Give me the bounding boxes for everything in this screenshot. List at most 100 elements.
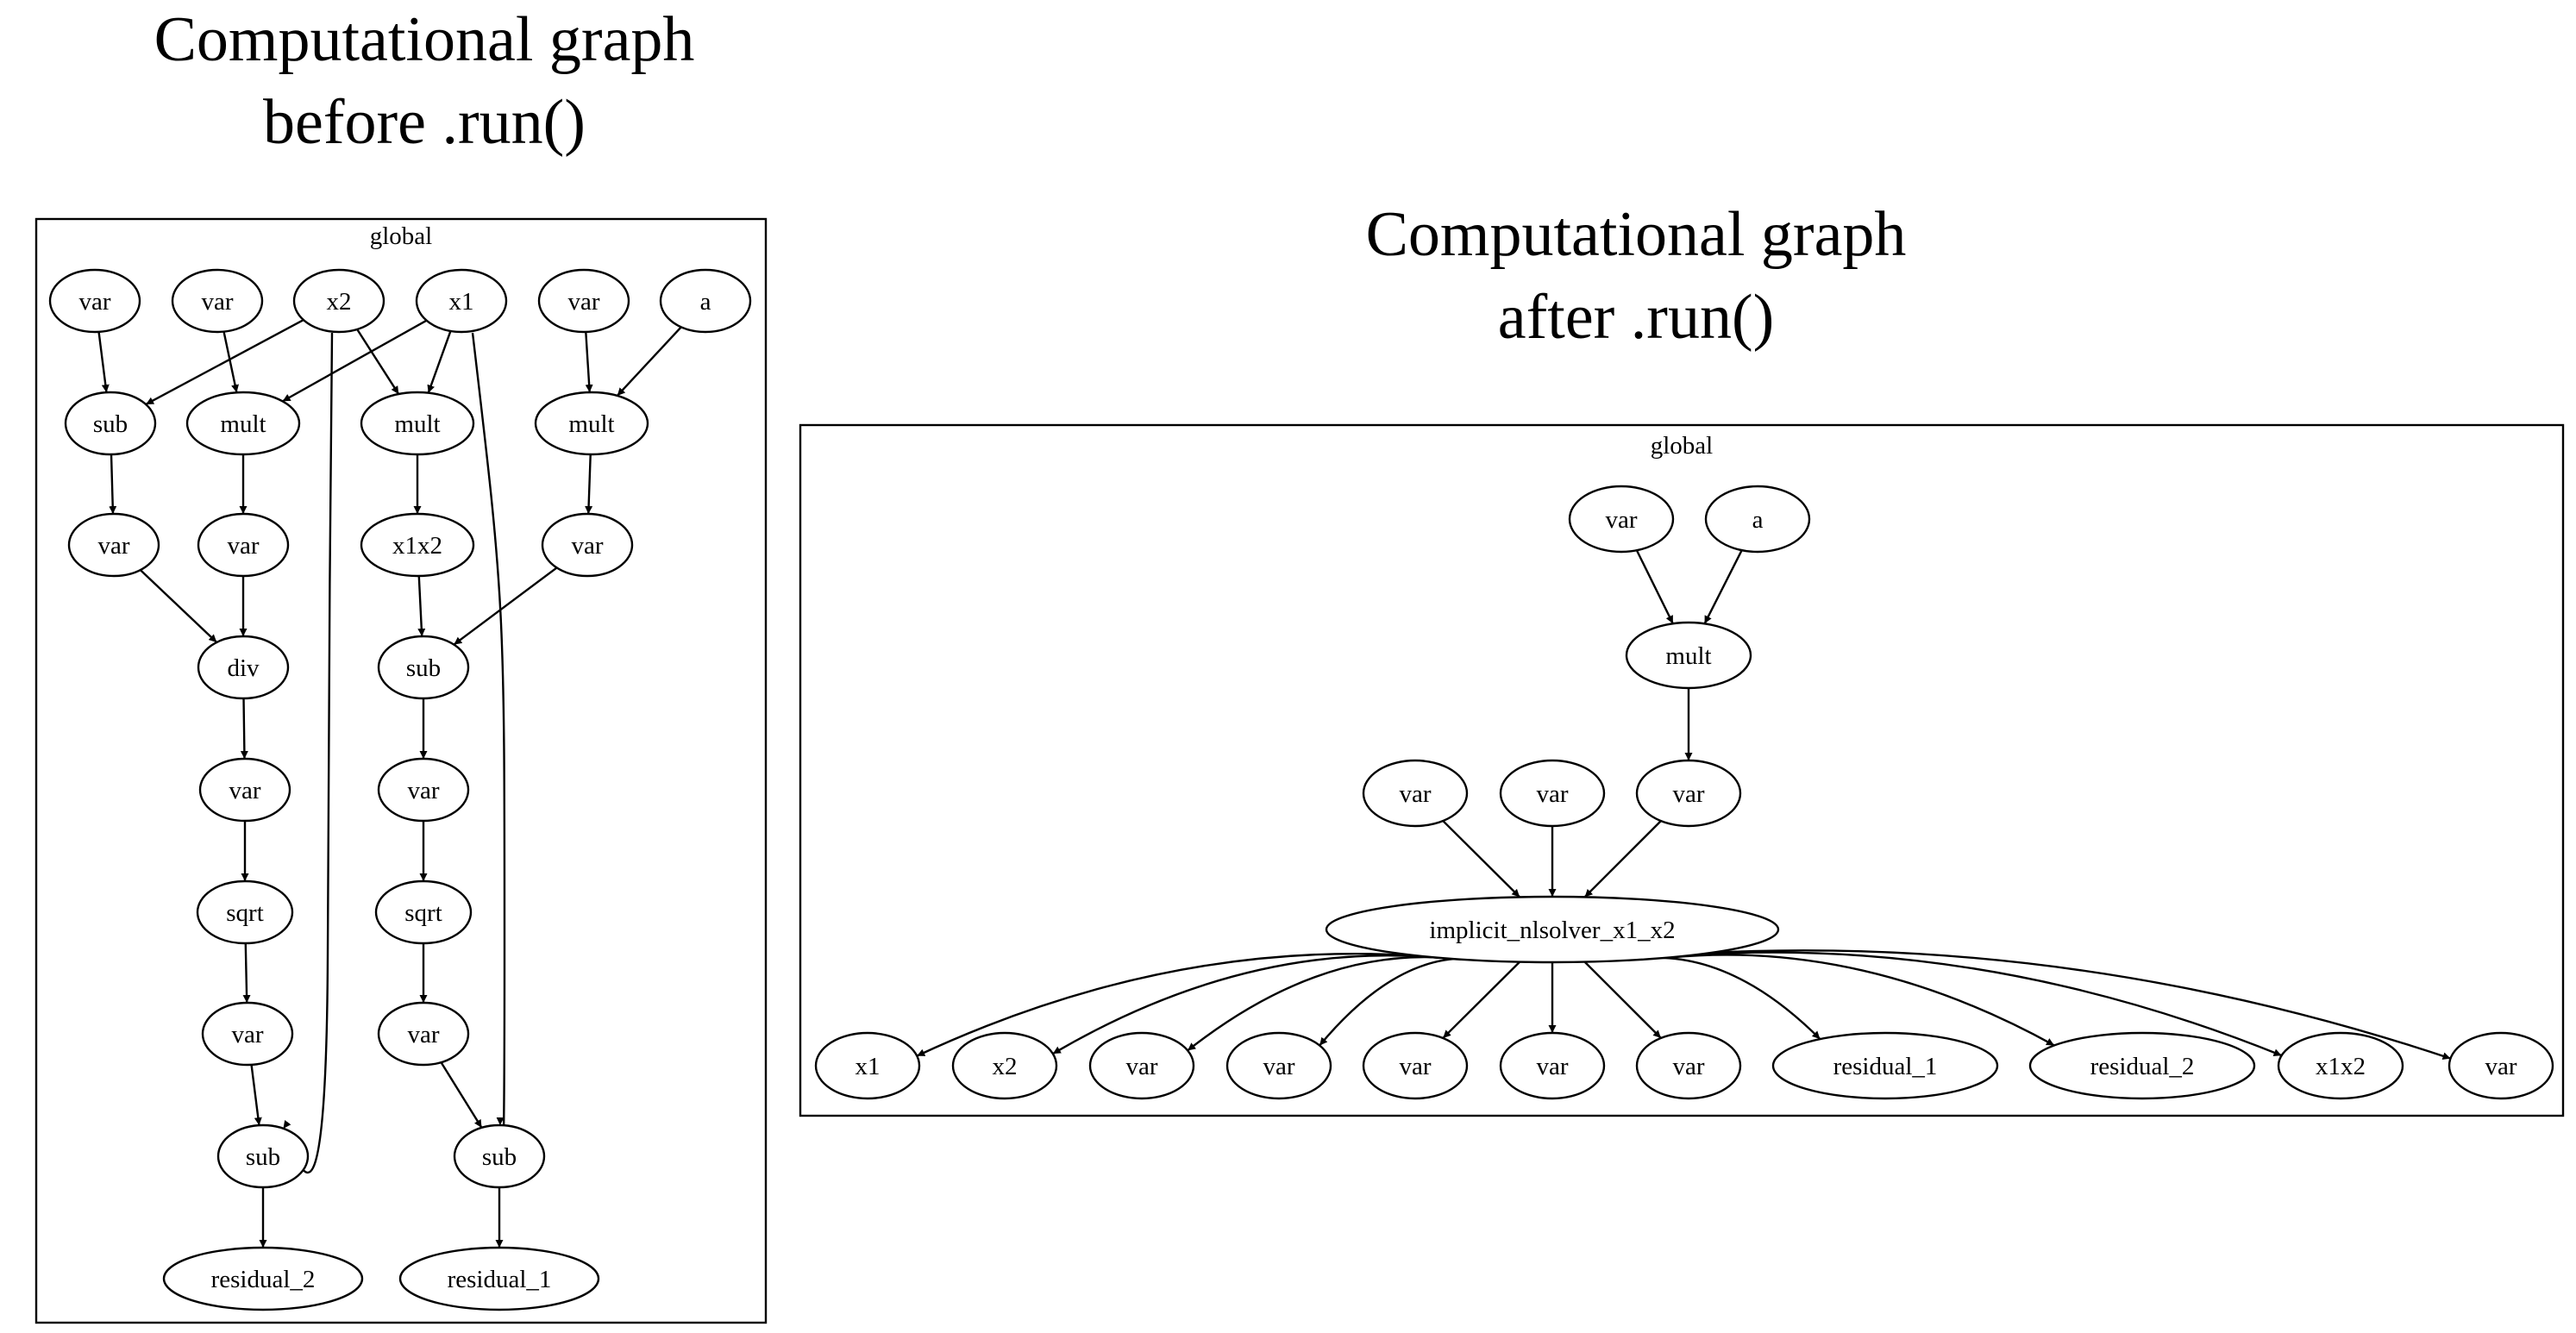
node-label: a	[700, 288, 711, 316]
after-run-node-o5: var	[1362, 1031, 1469, 1100]
node-label: var	[1536, 1053, 1568, 1080]
node-ellipse	[1771, 1031, 1999, 1100]
node-label: var	[231, 1021, 263, 1048]
before-run-node-a: a	[659, 268, 752, 334]
after-run-edge-solver-to-o8	[1627, 956, 1821, 1040]
node-ellipse	[1325, 895, 1780, 964]
before-run-node-mult2: mult	[360, 391, 475, 456]
before-run-edge-div-to-v7	[240, 698, 248, 760]
node-label: var	[1605, 506, 1637, 534]
before-run-node-res2: residual_2	[162, 1246, 364, 1311]
node-ellipse	[374, 879, 473, 945]
node-label: var	[1125, 1053, 1157, 1080]
node-label: var	[97, 532, 129, 560]
before-run-edge-x1x2-to-sub2	[417, 575, 426, 637]
before-run-edge-v2-to-mult1	[223, 331, 239, 393]
node-ellipse	[951, 1031, 1058, 1100]
before-run-node-mult3: mult	[534, 391, 649, 456]
before-run-edge-x1-to-sub4	[471, 332, 506, 1166]
node-ellipse	[398, 1246, 600, 1311]
before-run-edge-mult3-to-v6	[585, 454, 593, 515]
node-label: a	[1752, 506, 1764, 534]
node-ellipse	[216, 1123, 310, 1189]
node-label: x2	[327, 288, 352, 316]
before-run-edge-a-to-mult3	[616, 326, 682, 397]
after-run-node-in1: var	[1362, 759, 1469, 828]
node-label: var	[567, 288, 599, 316]
node-label: residual_2	[211, 1266, 316, 1293]
node-label: sub	[246, 1143, 280, 1171]
node-ellipse	[377, 1001, 470, 1067]
node-label: var	[1399, 1053, 1431, 1080]
before-run-node-v3: var	[537, 268, 630, 334]
node-ellipse	[196, 879, 294, 945]
node-ellipse	[2028, 1031, 2256, 1100]
before-run-edge-v9-to-sub3	[250, 1064, 262, 1126]
node-ellipse	[2448, 1031, 2554, 1100]
after-run-node-o2: x2	[951, 1031, 1058, 1100]
node-ellipse	[377, 757, 470, 823]
node-label: var	[229, 777, 260, 804]
node-ellipse	[198, 757, 291, 823]
node-ellipse	[1499, 1031, 1606, 1100]
node-ellipse	[292, 268, 385, 334]
node-label: mult	[220, 410, 266, 438]
before-run-edge-v3-to-mult3	[585, 331, 593, 393]
before-run-node-v7: var	[198, 757, 291, 823]
node-label: var	[407, 1021, 439, 1048]
node-ellipse	[453, 1123, 546, 1189]
before-run-edge-v1-to-sub1	[97, 331, 110, 393]
node-label: var	[201, 288, 233, 316]
node-label: x1	[856, 1053, 881, 1080]
node-ellipse	[197, 512, 290, 578]
before-run-node-v4: var	[67, 512, 160, 578]
after-run-edge-solver-to-o1	[916, 952, 1420, 1057]
node-ellipse	[360, 512, 475, 578]
before-run-edge-v4-to-div	[139, 569, 218, 643]
node-label: sub	[406, 654, 441, 682]
after-run-edge-solver-to-o9	[1672, 954, 2055, 1047]
node-label: mult	[568, 410, 614, 438]
node-label: var	[227, 532, 259, 560]
after-run-node-o8: residual_1	[1771, 1031, 1999, 1100]
node-label: var	[1263, 1053, 1294, 1080]
node-ellipse	[659, 268, 752, 334]
after-run-node-solver: implicit_nlsolver_x1_x2	[1325, 895, 1780, 964]
before-run-node-v10: var	[377, 1001, 470, 1067]
before-run-node-v5: var	[197, 512, 290, 578]
after-run-node-o7: var	[1635, 1031, 1742, 1100]
before-run-node-div: div	[197, 635, 290, 700]
node-label: var	[571, 532, 603, 560]
node-label: x1	[449, 288, 474, 316]
node-label: residual_1	[448, 1266, 552, 1293]
after-run-title-line-2: after .run()	[1498, 282, 1774, 353]
node-label: var	[407, 777, 439, 804]
after-run-node-o1: x1	[814, 1031, 921, 1100]
before-run-edge-x2-to-sub3	[282, 332, 334, 1174]
after-run-node-mult: mult	[1625, 621, 1752, 690]
after-run-node-var_top: var	[1568, 485, 1675, 554]
after-run-edge-solver-to-o2	[1052, 954, 1439, 1055]
node-ellipse	[1362, 1031, 1469, 1100]
after-run-edge-solver-to-o5	[1442, 961, 1521, 1039]
node-ellipse	[1625, 621, 1752, 690]
before-run-edge-x2-to-mult2	[356, 329, 400, 395]
before-run-node-v2: var	[171, 268, 264, 334]
before-run-node-sub4: sub	[453, 1123, 546, 1189]
node-ellipse	[537, 268, 630, 334]
node-ellipse	[1635, 1031, 1742, 1100]
before-run-edge-v6-to-sub2	[453, 566, 558, 646]
node-label: div	[227, 654, 260, 682]
before-run-node-x2: x2	[292, 268, 385, 334]
node-label: var	[1672, 780, 1704, 808]
before-run-edge-v10-to-sub4	[440, 1061, 483, 1129]
node-label: x1x2	[392, 532, 442, 560]
before-run-node-sub1: sub	[64, 391, 157, 456]
node-ellipse	[541, 512, 634, 578]
node-label: mult	[1665, 642, 1711, 670]
after-run-edge-solver-to-o10	[1697, 951, 2283, 1057]
node-label: sqrt	[404, 899, 442, 927]
after-run-cluster-box	[799, 423, 2565, 1117]
